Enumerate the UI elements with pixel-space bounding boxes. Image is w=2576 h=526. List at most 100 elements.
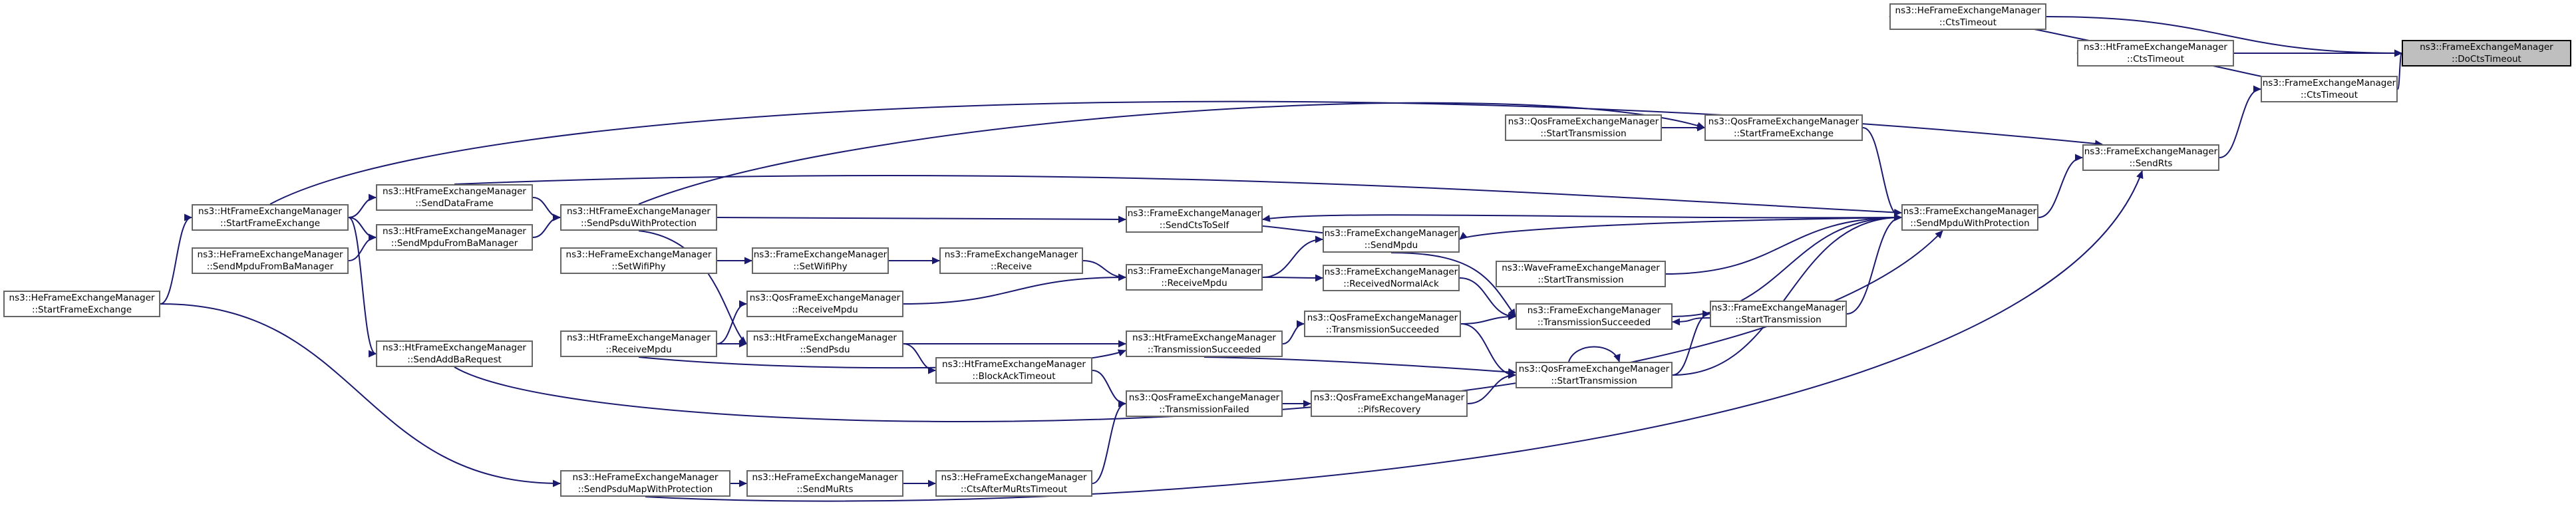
node-method-label: ::StartTransmission: [1540, 128, 1627, 139]
node-class-label: ns3::QosFrameExchangeManager: [1508, 116, 1659, 127]
graph-node-received-normal-ack[interactable]: ns3::FrameExchangeManager::ReceivedNorma…: [1323, 265, 1460, 291]
node-method-label: ::StartFrameExchange: [31, 305, 132, 315]
graph-node-fem-receive[interactable]: ns3::FrameExchangeManager::Receive: [939, 247, 1083, 274]
graph-node-qos-receive-mpdu[interactable]: ns3::QosFrameExchangeManager::ReceiveMpd…: [746, 291, 903, 317]
call-edge: [1390, 252, 1516, 317]
node-method-label: ::StartTransmission: [1735, 315, 1822, 325]
call-edge: [1204, 356, 1516, 376]
graph-node-send-cts-to-self[interactable]: ns3::FrameExchangeManager::SendCtsToSelf: [1126, 206, 1263, 233]
node-class-label: ns3::FrameExchangeManager: [753, 249, 887, 260]
graph-node-ht-cts-timeout[interactable]: ns3::HtFrameExchangeManager::CtsTimeout: [2077, 40, 2234, 66]
call-edge: [1282, 320, 1305, 344]
graph-node-he-start-frame-exchange[interactable]: ns3::HeFrameExchangeManager::StartFrameE…: [3, 291, 160, 317]
node-method-label: ::SendDataFrame: [415, 198, 494, 209]
node-method-label: ::SendMpduFromBaManager: [391, 238, 518, 249]
call-edge: [638, 230, 747, 344]
node-method-label: ::CtsTimeout: [2127, 54, 2184, 65]
node-class-label: ns3::FrameExchangeManager: [1903, 206, 2037, 217]
graph-node-fem-cts-timeout[interactable]: ns3::FrameExchangeManager::CtsTimeout: [2261, 76, 2398, 102]
graph-node-send-add-ba-request[interactable]: ns3::HtFrameExchangeManager::SendAddBaRe…: [376, 340, 533, 367]
node-method-label: ::CtsAfterMuRtsTimeout: [960, 484, 1068, 495]
graph-node-ht-start-frame-exchange[interactable]: ns3::HtFrameExchangeManager::StartFrameE…: [192, 204, 349, 231]
graph-node-send-data-frame[interactable]: ns3::HtFrameExchangeManager::SendDataFra…: [376, 184, 533, 211]
call-edge: [348, 217, 377, 358]
node-method-label: ::TransmissionSucceeded: [1147, 344, 1261, 355]
graph-node-send-psdu-map-with-protection[interactable]: ns3::HeFrameExchangeManager::SendPsduMap…: [560, 470, 730, 497]
graph-node-qos-transmission-succeeded[interactable]: ns3::QosFrameExchangeManager::Transmissi…: [1304, 311, 1461, 337]
call-edge: [903, 273, 1126, 305]
node-class-label: ns3::HeFrameExchangeManager: [752, 472, 898, 483]
graph-node-fem-receive-mpdu[interactable]: ns3::FrameExchangeManager::ReceiveMpdu: [1126, 264, 1263, 291]
graph-node-ht-send-psdu[interactable]: ns3::HtFrameExchangeManager::SendPsdu: [746, 330, 903, 357]
node-class-label: ns3::FrameExchangeManager: [1127, 266, 1261, 277]
node-method-label: ::SendMpduWithProtection: [1910, 218, 2030, 229]
call-edge: [903, 343, 936, 374]
graph-node-send-mpdu[interactable]: ns3::FrameExchangeManager::SendMpdu: [1323, 226, 1460, 253]
call-edge: [1846, 213, 1902, 315]
node-method-label: ::SendCtsToSelf: [1159, 220, 1229, 231]
call-edge: [717, 215, 1126, 223]
node-class-label: ns3::QosFrameExchangeManager: [749, 293, 901, 303]
node-class-label: ns3::WaveFrameExchangeManager: [1502, 263, 1660, 273]
graph-node-qos-start-transmission-a[interactable]: ns3::QosFrameExchangeManager::StartTrans…: [1505, 114, 1662, 141]
graph-node-ht-send-mpdu-from-ba-manager[interactable]: ns3::HtFrameExchangeManager::SendMpduFro…: [376, 224, 533, 251]
graph-node-he-set-wifi-phy[interactable]: ns3::HeFrameExchangeManager::SetWifiPhy: [560, 247, 717, 274]
graph-node-he-send-mpdu-from-ba-manager[interactable]: ns3::HeFrameExchangeManager::SendMpduFro…: [192, 247, 349, 274]
node-class-label: ns3::QosFrameExchangeManager: [1313, 392, 1465, 403]
graph-node-qos-transmission-failed[interactable]: ns3::QosFrameExchangeManager::Transmissi…: [1126, 390, 1283, 417]
node-method-label: ::SendPsduWithProtection: [580, 218, 697, 229]
call-edge: [160, 213, 192, 305]
graph-node-set-wifi-phy[interactable]: ns3::FrameExchangeManager::SetWifiPhy: [752, 247, 889, 274]
node-method-label: ::ReceivedNormalAck: [1343, 279, 1439, 289]
node-class-label: ns3::QosFrameExchangeManager: [1128, 392, 1280, 403]
graph-node-fem-start-transmission[interactable]: ns3::FrameExchangeManager::StartTransmis…: [1710, 301, 1847, 327]
graph-node-fem-transmission-succeeded[interactable]: ns3::FrameExchangeManager::TransmissionS…: [1516, 303, 1673, 330]
call-edge: [160, 303, 561, 487]
node-method-label: ::TransmissionFailed: [1159, 404, 1249, 415]
graph-node-cts-after-mu-rts-timeout[interactable]: ns3::HeFrameExchangeManager::CtsAfterMuR…: [935, 470, 1092, 497]
graph-node-block-ack-timeout[interactable]: ns3::HtFrameExchangeManager::BlockAckTim…: [935, 357, 1092, 384]
node-class-label: ns3::HeFrameExchangeManager: [941, 472, 1087, 483]
node-method-label: ::TransmissionSucceeded: [1537, 317, 1651, 328]
node-class-label: ns3::HtFrameExchangeManager: [198, 206, 342, 217]
node-class-label: ns3::FrameExchangeManager: [944, 249, 1078, 260]
node-class-label: ns3::FrameExchangeManager: [2084, 146, 2218, 157]
node-method-label: ::SetWifiPhy: [611, 261, 666, 272]
node-class-label: ns3::HtFrameExchangeManager: [1132, 332, 1276, 343]
graph-node-he-cts-timeout[interactable]: ns3::HeFrameExchangeManager::CtsTimeout: [1889, 3, 2046, 30]
graph-node-ht-transmission-succeeded[interactable]: ns3::HtFrameExchangeManager::Transmissio…: [1126, 330, 1283, 357]
node-method-label: ::CtsTimeout: [1939, 17, 1997, 28]
graph-node-send-mpdu-with-protection[interactable]: ns3::FrameExchangeManager::SendMpduWithP…: [1901, 204, 2038, 231]
call-edge: [348, 217, 377, 241]
node-class-label: ns3::HtFrameExchangeManager: [567, 206, 711, 217]
node-method-label: ::SendMpduFromBaManager: [206, 261, 334, 272]
call-edge: [1672, 213, 1902, 376]
call-edge: [645, 170, 2144, 502]
call-edge: [2038, 154, 2083, 218]
graph-node-send-psdu-with-protection[interactable]: ns3::HtFrameExchangeManager::SendPsduWit…: [560, 204, 717, 231]
call-edge: [638, 102, 1705, 205]
node-method-label: ::StartFrameExchange: [220, 218, 321, 229]
node-method-label: ::SendRts: [2129, 158, 2173, 169]
graph-node-qos-pifs-recovery[interactable]: ns3::QosFrameExchangeManager::PifsRecove…: [1311, 390, 1468, 417]
graph-node-qos-start-frame-exchange[interactable]: ns3::QosFrameExchangeManager::StartFrame…: [1704, 114, 1863, 141]
node-class-label: ns3::HeFrameExchangeManager: [9, 293, 155, 303]
node-class-label: ns3::QosFrameExchangeManager: [1708, 116, 1859, 127]
node-class-label: ns3::HtFrameExchangeManager: [2084, 42, 2227, 53]
graph-node-send-rts[interactable]: ns3::FrameExchangeManager::SendRts: [2082, 144, 2219, 171]
graph-node-wave-start-transmission[interactable]: ns3::WaveFrameExchangeManager::StartTran…: [1496, 261, 1666, 287]
node-class-label: ns3::FrameExchangeManager: [1711, 303, 1846, 313]
call-edge: [2219, 85, 2261, 158]
graph-node-send-mu-rts[interactable]: ns3::HeFrameExchangeManager::SendMuRts: [746, 470, 903, 497]
call-edge: [2046, 16, 2402, 57]
node-method-label: ::StartFrameExchange: [1733, 128, 1834, 139]
node-class-label: ns3::HtFrameExchangeManager: [753, 332, 897, 343]
node-class-label: ns3::HtFrameExchangeManager: [383, 226, 526, 237]
graph-node-ht-receive-mpdu[interactable]: ns3::HtFrameExchangeManager::ReceiveMpdu: [560, 330, 717, 357]
node-method-label: ::SendPsdu: [800, 344, 850, 355]
graph-node-qos-start-transmission-b[interactable]: ns3::QosFrameExchangeManager::StartTrans…: [1516, 362, 1673, 388]
node-class-label: ns3::FrameExchangeManager: [2262, 78, 2396, 88]
node-method-label: ::StartTransmission: [1551, 376, 1637, 386]
call-edge: [1262, 214, 1902, 222]
